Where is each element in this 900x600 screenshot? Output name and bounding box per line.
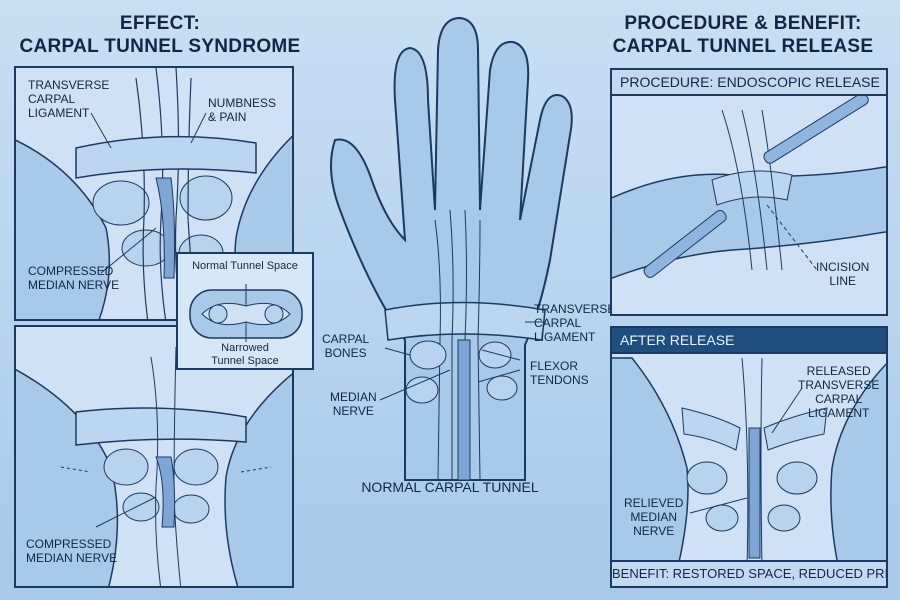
tunnel-space-illustration (189, 284, 303, 342)
compressed-nerve-label-top: COMPRESSED MEDIAN NERVE (28, 264, 119, 292)
left-title-line1: EFFECT: (119, 13, 201, 34)
compressed-nerve-label-bottom: COMPRESSED MEDIAN NERVE (26, 537, 117, 565)
label-line: NERVE (633, 524, 675, 538)
label-line: NERVE (332, 404, 374, 418)
center-caption: NORMAL CARPAL TUNNEL (361, 479, 539, 495)
label-line: LIGAMENT (534, 330, 596, 344)
label-line: TENDONS (530, 373, 589, 387)
label-line: CARPAL (28, 92, 76, 106)
label-line: & PAIN (208, 110, 247, 124)
label-line: LINE (829, 274, 857, 288)
procedure-panel: PROCEDURE: ENDOSCOPIC RELEASE INCISION L… (610, 68, 888, 316)
label-line: TRANSVERSE (798, 378, 880, 392)
released-ligament-label: RELEASED TRANSVERSE CARPAL LIGAMENT (798, 364, 879, 420)
label-line: TRANSVERSE (534, 302, 616, 316)
label-line: CARPAL (534, 316, 582, 330)
narrowed-tunnel-label: Narrowed Tunnel Space (178, 342, 312, 368)
flexor-tendons-label: FLEXOR TENDONS (530, 359, 589, 387)
median-nerve-label: MEDIAN NERVE (330, 390, 377, 418)
after-release-panel: AFTER RELEASE RELEASED TRANSVERSE CARPAL… (610, 326, 888, 588)
carpal-bones-label: CARPAL BONES (322, 332, 369, 360)
center-ligament-label: TRANSVERSE CARPAL LIGAMENT (534, 302, 615, 344)
left-title: EFFECT: CARPAL TUNNEL SYNDROME (10, 12, 310, 58)
label-line: COMPRESSED (26, 537, 112, 551)
label-line: CARPAL (815, 392, 863, 406)
left-title-line2: CARPAL TUNNEL SYNDROME (19, 36, 301, 57)
label-line: INCISION (816, 260, 870, 274)
label-line: RELEASED (806, 364, 871, 378)
label-line: RELIEVED (624, 496, 684, 510)
label-line: TRANSVERSE (28, 78, 110, 92)
benefit-caption: BENEFIT: RESTORED SPACE, REDUCED PRESSUR… (612, 560, 886, 586)
transverse-ligament-label: TRANSVERSE CARPAL LIGAMENT (28, 78, 109, 120)
label-line: FLEXOR (530, 359, 579, 373)
label-line: MEDIAN (330, 390, 377, 404)
label-line: MEDIAN NERVE (28, 278, 120, 292)
numbness-pain-label: NUMBNESS & PAIN (208, 96, 276, 124)
label-line: MEDIAN (630, 510, 678, 524)
label-line: CARPAL (322, 332, 370, 346)
right-title-line2: CARPAL TUNNEL RELEASE (612, 36, 874, 57)
label-line: Tunnel Space (211, 355, 279, 367)
tunnel-space-inset: Normal Tunnel Space Narrowed Tunnel Spac… (176, 252, 314, 370)
incision-line-label: INCISION LINE (816, 260, 869, 288)
label-line: MEDIAN NERVE (26, 551, 118, 565)
syndrome-bottom-illustration (16, 346, 292, 586)
relieved-nerve-label: RELIEVED MEDIAN NERVE (624, 496, 683, 538)
normal-hand-illustration (330, 16, 573, 481)
label-line: COMPRESSED (28, 264, 114, 278)
label-line: BONES (324, 346, 367, 360)
right-title-line1: PROCEDURE & BENEFIT: (624, 13, 862, 34)
right-title: PROCEDURE & BENEFIT: CARPAL TUNNEL RELEA… (598, 12, 888, 58)
label-line: LIGAMENT (28, 106, 90, 120)
label-line: NUMBNESS (208, 96, 277, 110)
label-line: Narrowed (221, 342, 269, 354)
procedure-illustration (612, 92, 886, 279)
after-release-illustration (612, 357, 886, 586)
procedure-header: PROCEDURE: ENDOSCOPIC RELEASE (612, 70, 886, 96)
label-line: LIGAMENT (808, 406, 870, 420)
normal-tunnel-label: Normal Tunnel Space (192, 260, 298, 272)
after-release-header: AFTER RELEASE (612, 328, 886, 354)
